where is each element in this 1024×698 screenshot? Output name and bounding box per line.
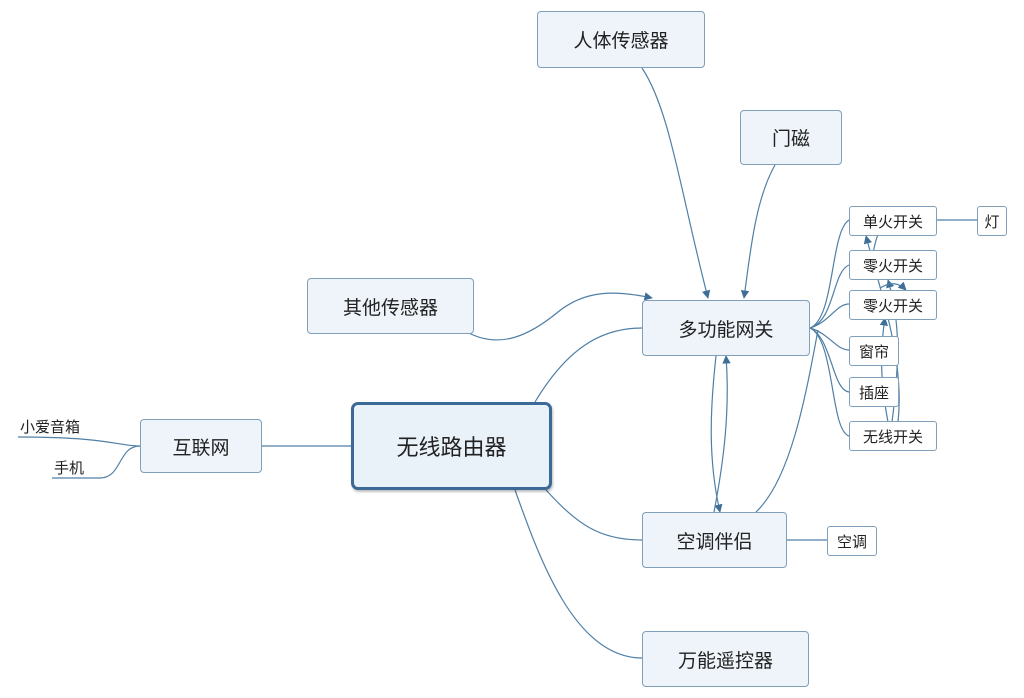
link-door-gateway: [740, 164, 776, 299]
body-sensor-node: 人体传感器: [537, 11, 705, 68]
internet-node: 互联网: [140, 419, 262, 473]
wireless-switch-node: 无线开关: [849, 421, 937, 451]
link-gateway-singlefire: [809, 219, 850, 329]
door-sensor-node: 门磁: [740, 110, 842, 165]
lamp-node: 灯: [977, 206, 1007, 236]
link-gateway-curtain: [809, 327, 850, 351]
zero-fire-switch-node-1: 零火开关: [849, 250, 937, 280]
link-acpartner-to-gateway: [713, 355, 731, 513]
gateway-node: 多功能网关: [642, 300, 810, 356]
other-sensor-node: 其他传感器: [307, 278, 474, 334]
link-gateway-to-acpartner: [710, 355, 723, 513]
link-othersensor-gateway: [466, 292, 653, 341]
link-wireless-zerofire2: [879, 317, 889, 423]
link-gateway-zerofire1: [809, 264, 850, 329]
ac-partner-node: 空调伴侣: [642, 512, 787, 568]
link-bodysensor-gateway: [641, 67, 711, 299]
link-gateway-socket: [809, 327, 850, 393]
link-internet-xiaoai: [17, 436, 141, 447]
link-internet-phone: [52, 445, 141, 479]
remote-node: 万能遥控器: [642, 631, 809, 687]
router-node: 无线路由器: [351, 402, 552, 490]
curtain-node: 窗帘: [849, 336, 899, 366]
link-router-acpartner: [545, 489, 643, 541]
link-gateway-zerofire2: [809, 303, 850, 329]
link-router-gateway: [534, 327, 643, 403]
link-acpartner-devices: [755, 329, 819, 513]
zero-fire-switch-node-2: 零火开关: [849, 290, 937, 320]
air-conditioner-node: 空调: [827, 526, 877, 556]
link-router-remote: [514, 489, 643, 659]
phone-label: 手机: [54, 459, 85, 477]
link-gateway-wireless: [809, 327, 850, 437]
xiaoai-speaker-label: 小爱音箱: [20, 418, 81, 436]
single-fire-switch-node: 单火开关: [849, 206, 937, 236]
socket-node: 插座: [849, 377, 899, 407]
link-zerofire-cross-a: [879, 281, 907, 291]
